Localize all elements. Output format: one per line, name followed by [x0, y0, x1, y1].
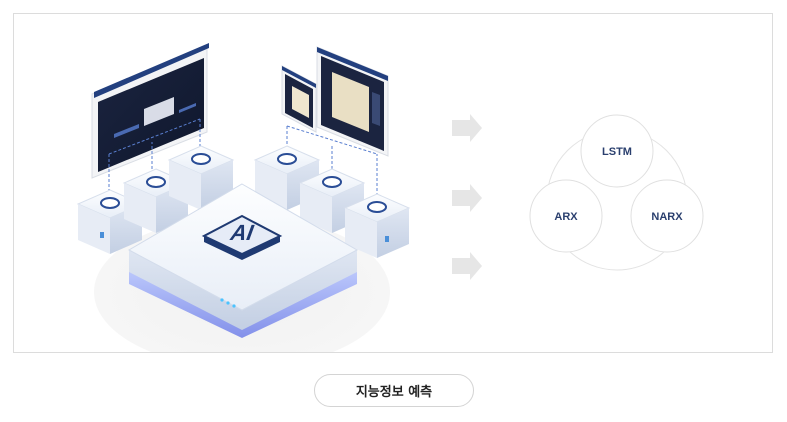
- model-lstm: LSTM: [580, 114, 654, 188]
- model-arx: ARX: [529, 179, 603, 253]
- server-cube-icon: [76, 145, 411, 258]
- arrow-right-icon: [452, 114, 482, 280]
- diagram-panel: AI LSTM ARX NARX: [13, 13, 773, 353]
- monitor-icon: [91, 43, 209, 179]
- monitor-icon: [281, 65, 317, 133]
- model-label: NARX: [651, 211, 683, 223]
- caption-label: 지능정보 예측: [355, 385, 433, 400]
- model-cluster: LSTM ARX NARX: [529, 114, 704, 271]
- monitor-icon: [316, 46, 389, 157]
- diagram-canvas: AI LSTM ARX NARX: [76, 43, 704, 352]
- model-narx: NARX: [630, 179, 704, 253]
- chip-icon: AI: [201, 214, 283, 260]
- caption-pill: 지능정보 예측: [314, 374, 474, 407]
- model-label: ARX: [554, 211, 578, 223]
- model-label: LSTM: [602, 146, 632, 158]
